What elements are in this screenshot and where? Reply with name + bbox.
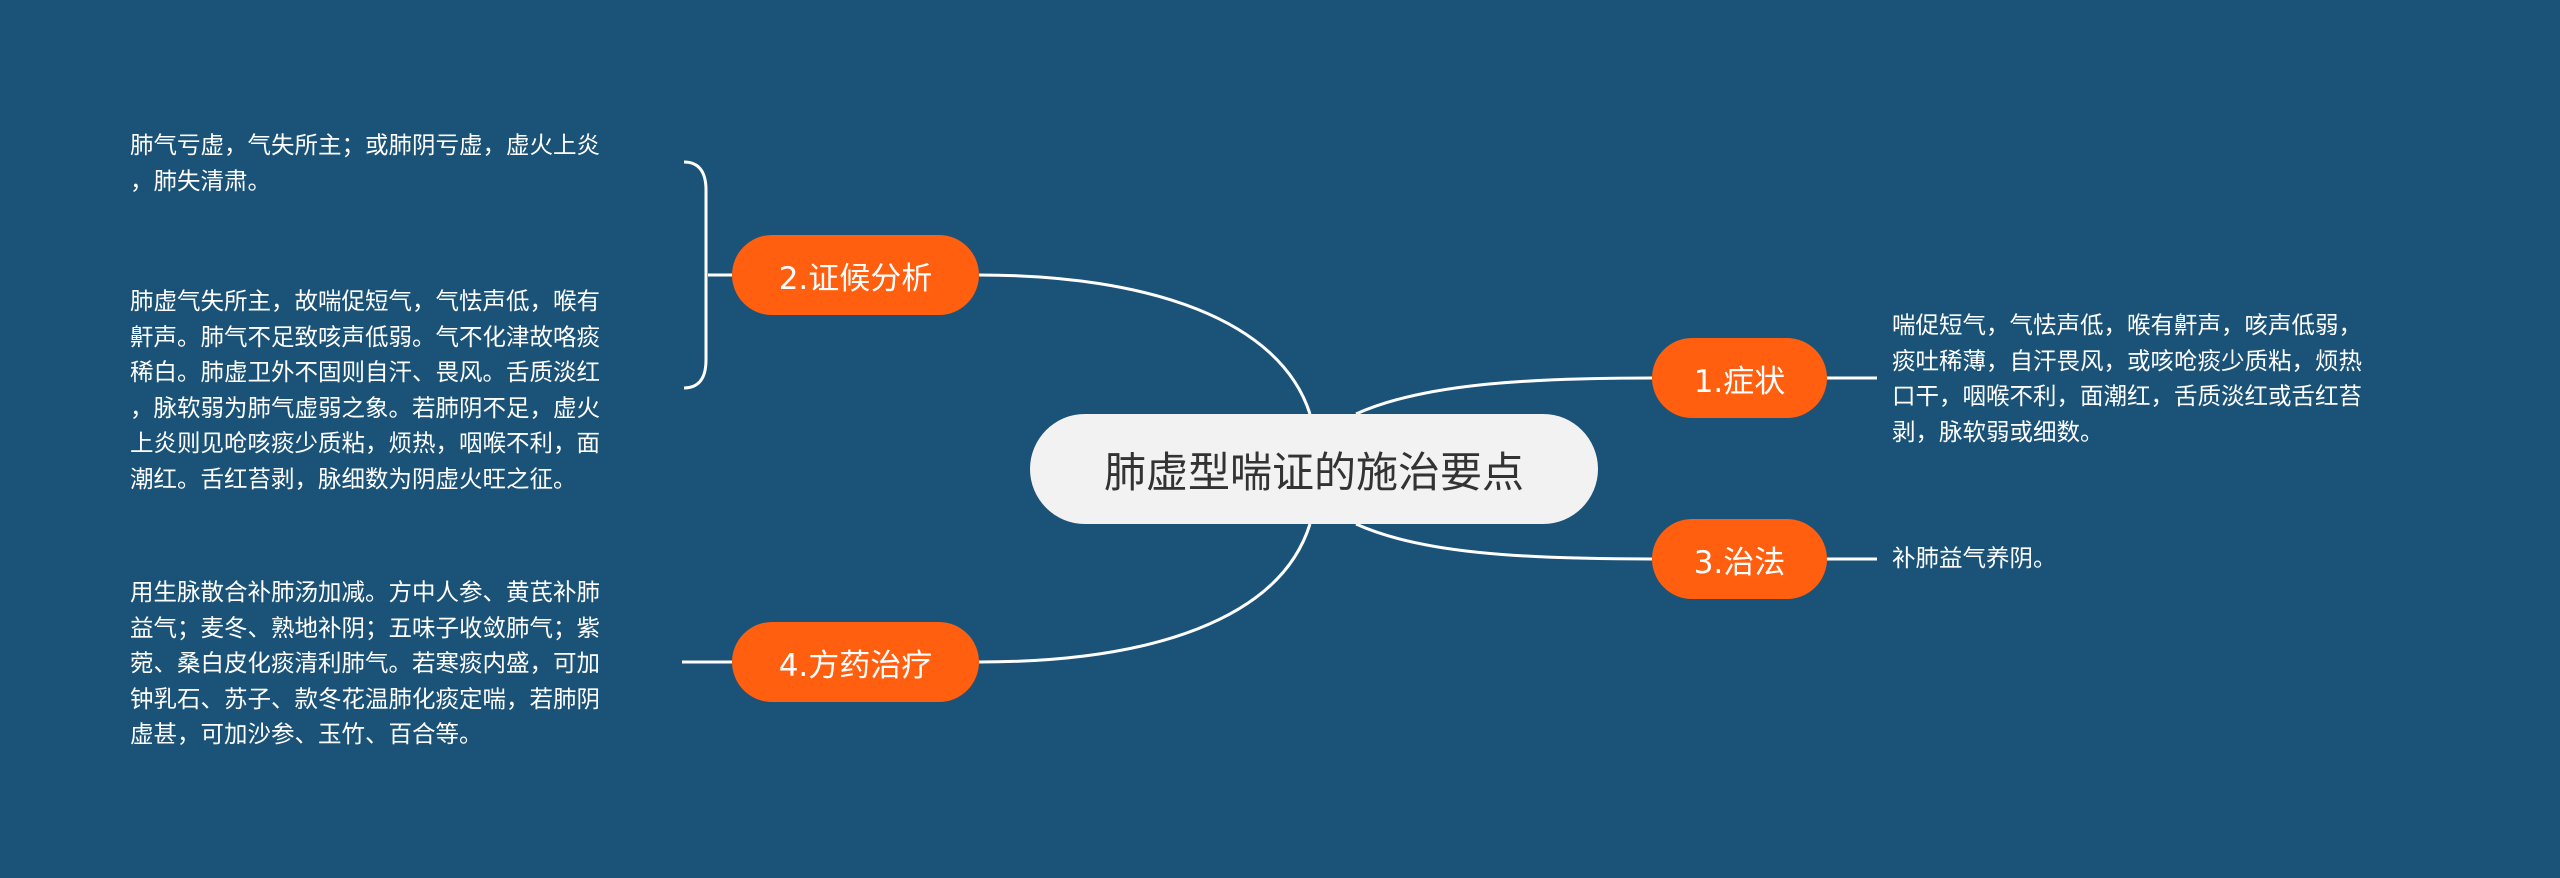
leaf-line: 肺虚气失所主，故喘促短气，气怯声低，喉有: [130, 287, 600, 315]
leaf-line: 口干，咽喉不利，面潮红，舌质淡红或舌红苔: [1892, 382, 2362, 410]
leaf-line: 鼾声。肺气不足致咳声低弱。气不化津故咯痰: [130, 322, 600, 351]
connector-center-to-method: [1355, 522, 1653, 561]
leaf-treatment-method[interactable]: 补肺益气养阴。: [1892, 541, 2057, 577]
leaf-line: 菀、桑白皮化痰清利肺气。若寒痰内盛，可加: [130, 649, 600, 677]
leaf-line: 益气；麦冬、熟地补阴；五味子收敛肺气；紫: [130, 613, 600, 642]
leaf-line: 剥，脉软弱或细数。: [1892, 417, 2104, 446]
leaf-line: 上炎则见呛咳痰少质粘，烦热，咽喉不利，面: [130, 429, 600, 457]
branch-treatment-method[interactable]: 3.治法: [1652, 519, 1827, 599]
branch-symptoms[interactable]: 1.症状: [1652, 338, 1827, 418]
leaf-prescription[interactable]: 用生脉散合补肺汤加减。方中人参、黄芪补肺 益气；麦冬、熟地补阴；五味子收敛肺气；…: [130, 575, 600, 753]
leaf-line: 补肺益气养阴。: [1892, 544, 2057, 572]
branch-pattern-analysis[interactable]: 2.证候分析: [732, 235, 979, 315]
leaf-line: ，脉软弱为肺气虚弱之象。若肺阴不足，虚火: [130, 393, 600, 422]
leaf-line: 肺气亏虚，气失所主；或肺阴亏虚，虚火上炎: [130, 131, 600, 159]
leaf-pattern-detail[interactable]: 肺虚气失所主，故喘促短气，气怯声低，喉有 鼾声。肺气不足致咳声低弱。气不化津故咯…: [130, 284, 600, 497]
leaf-line: 痰吐稀薄，自汗畏风，或咳呛痰少质粘，烦热: [1892, 346, 2362, 375]
pattern-bracket: [683, 160, 708, 390]
connector-center-to-pattern: [978, 273, 1312, 415]
leaf-line: 稀白。肺虚卫外不固则自汗、畏风。舌质淡红: [130, 358, 600, 386]
leaf-line: 潮红。舌红苔剥，脉细数为阴虚火旺之征。: [130, 464, 577, 493]
leaf-symptoms[interactable]: 喘促短气，气怯声低，喉有鼾声，咳声低弱， 痰吐稀薄，自汗畏风，或咳呛痰少质粘，烦…: [1892, 308, 2362, 450]
leaf-line: 钟乳石、苏子、款冬花温肺化痰定喘，若肺阴: [130, 684, 600, 713]
branch-prescription[interactable]: 4.方药治疗: [732, 622, 979, 702]
leaf-pattern-summary[interactable]: 肺气亏虚，气失所主；或肺阴亏虚，虚火上炎 ，肺失清肃。: [130, 128, 600, 199]
leaf-line: 用生脉散合补肺汤加减。方中人参、黄芪补肺: [130, 578, 600, 606]
leaf-line: 喘促短气，气怯声低，喉有鼾声，咳声低弱，: [1892, 311, 2362, 339]
central-topic[interactable]: 肺虚型喘证的施治要点: [1030, 414, 1598, 524]
leaf-line: 虚甚，可加沙参、玉竹、百合等。: [130, 720, 483, 748]
connector-center-to-prescription: [978, 523, 1312, 664]
connector-center-to-symptoms: [1355, 376, 1653, 416]
leaf-line: ，肺失清肃。: [130, 166, 271, 195]
